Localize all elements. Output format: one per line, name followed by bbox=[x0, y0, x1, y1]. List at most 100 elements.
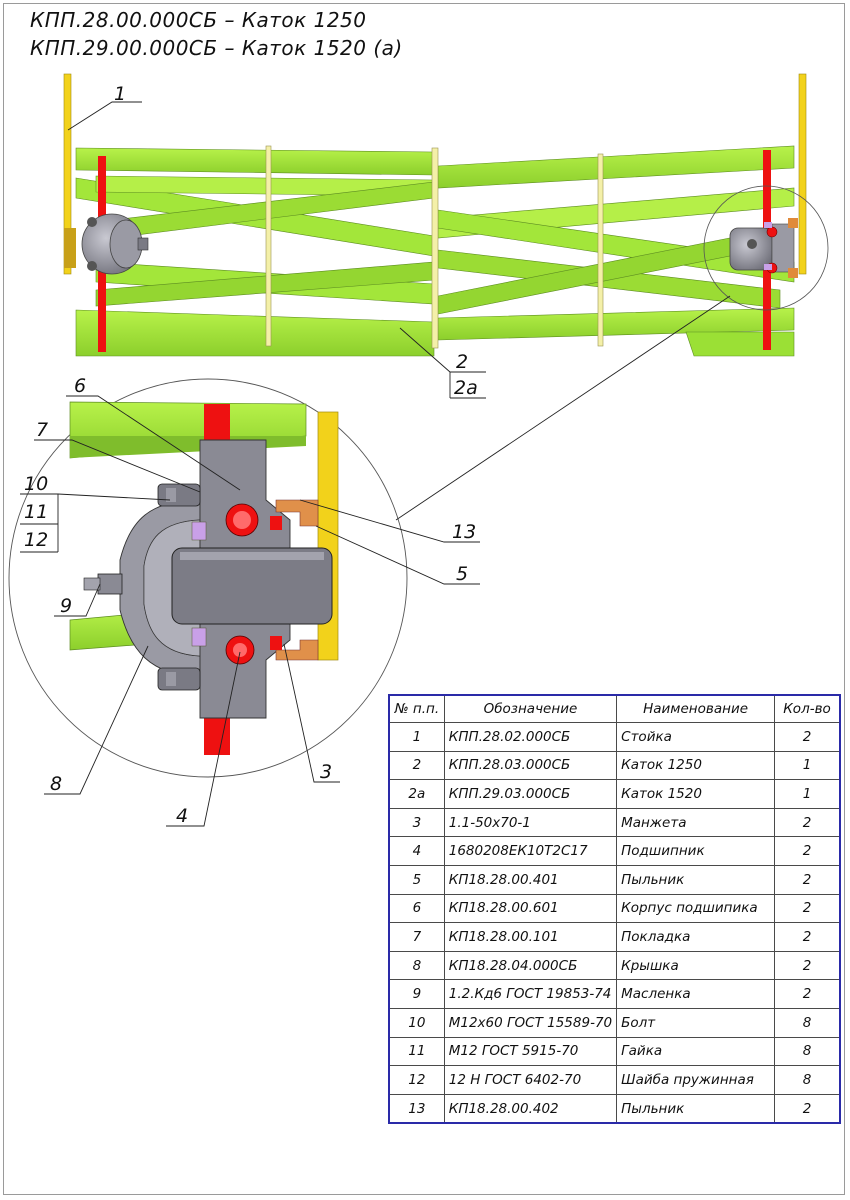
row-designation: 1.2.Кд6 ГОСТ 19853-74 bbox=[443, 979, 618, 1009]
row-name: Покладка bbox=[616, 922, 776, 952]
right-hub bbox=[729, 218, 798, 278]
row-num: 1 bbox=[388, 722, 445, 752]
header-name: Наименование bbox=[616, 694, 776, 723]
leader-lines bbox=[20, 101, 731, 827]
callout-12: 12 bbox=[24, 529, 48, 551]
row-num: 2 bbox=[388, 750, 445, 781]
left-post bbox=[63, 73, 72, 275]
detail-seal-top bbox=[275, 499, 319, 527]
callout-8: 8 bbox=[50, 773, 62, 795]
table-row: 5 КП18.28.00.401 Пыльник 2 bbox=[388, 864, 841, 895]
row-designation: КП18.28.00.101 bbox=[443, 922, 618, 952]
callout-11: 11 bbox=[24, 501, 48, 523]
row-name: Болт bbox=[616, 1007, 776, 1038]
header-qty: Кол-во bbox=[774, 694, 841, 723]
table-row: 13 КП18.28.00.402 Пыльник 2 bbox=[388, 1093, 841, 1124]
row-designation: КП18.28.04.000СБ bbox=[443, 950, 618, 981]
row-name: Пыльник bbox=[616, 1093, 776, 1124]
row-qty: 8 bbox=[774, 1065, 841, 1095]
table-row: 4 1680208ЕК10Т2С17 Подшипник 2 bbox=[388, 836, 841, 866]
row-num: 9 bbox=[388, 979, 445, 1009]
callout-4: 4 bbox=[176, 805, 188, 827]
row-qty: 2 bbox=[774, 807, 841, 838]
detail-cuff-bottom bbox=[270, 636, 282, 650]
row-name: Подшипник bbox=[616, 836, 776, 866]
row-qty: 8 bbox=[774, 1007, 841, 1038]
row-name: Каток 1250 bbox=[616, 750, 776, 781]
left-hub bbox=[64, 213, 149, 275]
table-row: 6 КП18.28.00.601 Корпус подшипика 2 bbox=[388, 893, 841, 924]
row-designation: 12 Н ГОСТ 6402-70 bbox=[443, 1065, 618, 1095]
row-designation: КПП.28.02.000СБ bbox=[443, 722, 618, 752]
slat-top-left bbox=[75, 147, 435, 176]
table-row: 2а КПП.29.03.000СБ Каток 1520 1 bbox=[388, 779, 841, 809]
row-qty: 2 bbox=[774, 950, 841, 981]
row-designation: 1.1-50х70-1 bbox=[443, 807, 618, 838]
row-qty: 2 bbox=[774, 836, 841, 866]
callout-3: 3 bbox=[320, 761, 332, 783]
ring-3 bbox=[597, 153, 604, 347]
row-num: 5 bbox=[388, 864, 445, 895]
row-designation: КПП.28.03.000СБ bbox=[443, 750, 618, 781]
row-qty: 2 bbox=[774, 979, 841, 1009]
row-name: Манжета bbox=[616, 807, 776, 838]
slat-bottom-right-lower bbox=[685, 331, 795, 357]
table-row: 8 КП18.28.04.000СБ Крышка 2 bbox=[388, 950, 841, 981]
detail-slat-top-shadow bbox=[70, 436, 306, 458]
drawing-title-line-1: КПП.28.00.000СБ – Каток 1250 bbox=[30, 8, 367, 32]
row-qty: 2 bbox=[774, 893, 841, 924]
callout-9: 9 bbox=[60, 595, 72, 617]
row-designation: КП18.28.00.401 bbox=[443, 864, 618, 895]
row-designation: М12х60 ГОСТ 15589-70 bbox=[443, 1007, 618, 1038]
row-name: Стойка bbox=[616, 722, 776, 752]
detail-gasket-bottom bbox=[191, 627, 207, 647]
row-num: 4 bbox=[388, 836, 445, 866]
row-designation: М12 ГОСТ 5915-70 bbox=[443, 1036, 618, 1067]
ring-2 bbox=[431, 147, 439, 349]
detail-grease-fitting bbox=[83, 573, 123, 595]
row-name: Каток 1520 bbox=[616, 779, 776, 809]
drawing-frame bbox=[3, 3, 845, 1195]
row-name: Пыльник bbox=[616, 864, 776, 895]
row-qty: 2 bbox=[774, 1093, 841, 1124]
row-num: 2а bbox=[388, 779, 445, 809]
row-name: Корпус подшипика bbox=[616, 893, 776, 924]
row-qty: 8 bbox=[774, 1036, 841, 1067]
header-designation: Обозначение bbox=[443, 694, 618, 723]
detail-circle bbox=[8, 378, 408, 778]
callout-5: 5 bbox=[456, 563, 468, 585]
slat-top-right bbox=[437, 145, 795, 189]
ring-1 bbox=[265, 145, 272, 347]
row-qty: 1 bbox=[774, 779, 841, 809]
table-row: 7 КП18.28.00.101 Покладка 2 bbox=[388, 922, 841, 952]
table-header-row: № п.п. Обозначение Наименование Кол-во bbox=[388, 694, 841, 723]
detail-shaft bbox=[171, 547, 333, 625]
callout-13: 13 bbox=[452, 521, 476, 543]
callout-10: 10 bbox=[24, 473, 48, 495]
specification-table: № п.п. Обозначение Наименование Кол-во 1… bbox=[388, 694, 841, 1125]
table-row: 2 КПП.28.03.000СБ Каток 1250 1 bbox=[388, 750, 841, 781]
detail-gasket-top bbox=[191, 521, 207, 541]
table-row: 10 М12х60 ГОСТ 15589-70 Болт 8 bbox=[388, 1007, 841, 1038]
table-row: 9 1.2.Кд6 ГОСТ 19853-74 Масленка 2 bbox=[388, 979, 841, 1009]
row-designation: КП18.28.00.601 bbox=[443, 893, 618, 924]
row-num: 7 bbox=[388, 922, 445, 952]
row-name: Масленка bbox=[616, 979, 776, 1009]
row-num: 3 bbox=[388, 807, 445, 838]
header-num: № п.п. bbox=[388, 694, 445, 723]
detail-cuff-top bbox=[270, 516, 282, 530]
table-row: 12 12 Н ГОСТ 6402-70 Шайба пружинная 8 bbox=[388, 1065, 841, 1095]
callout-2: 2 bbox=[456, 351, 468, 373]
row-num: 10 bbox=[388, 1007, 445, 1038]
row-name: Гайка bbox=[616, 1036, 776, 1067]
right-post bbox=[798, 73, 807, 275]
callout-6: 6 bbox=[74, 375, 86, 397]
row-qty: 2 bbox=[774, 722, 841, 752]
detail-source-circle bbox=[703, 185, 829, 311]
row-qty: 2 bbox=[774, 864, 841, 895]
drawing-title-line-2: КПП.29.00.000СБ – Каток 1520 (а) bbox=[30, 36, 403, 60]
row-qty: 2 bbox=[774, 922, 841, 952]
row-num: 11 bbox=[388, 1036, 445, 1067]
slat-bottom-left bbox=[75, 309, 435, 357]
